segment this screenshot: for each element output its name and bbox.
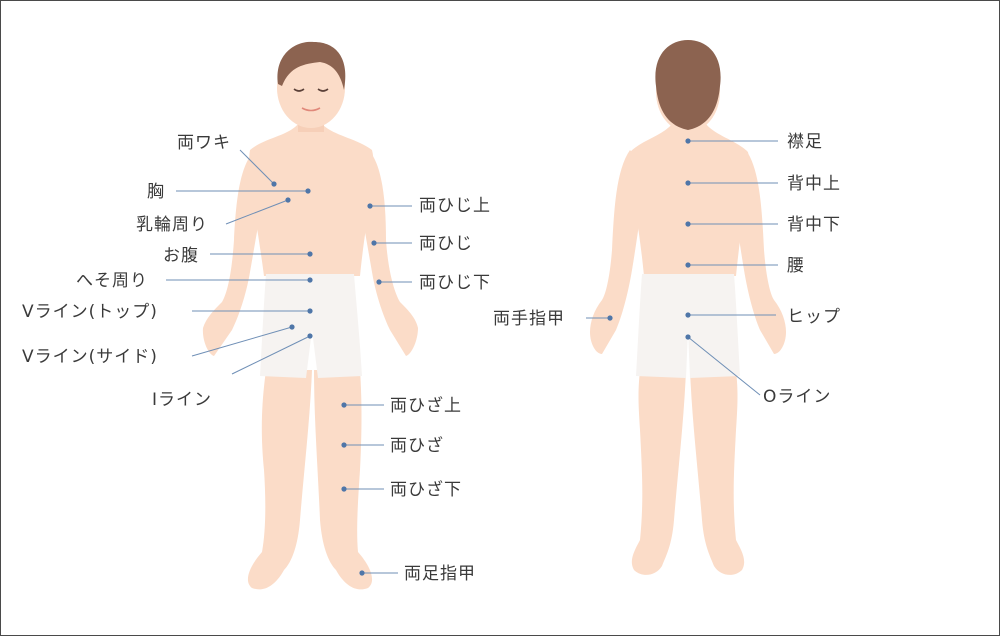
label-above-knees: 両ひざ上 <box>390 395 462 416</box>
label-o-line: Oライン <box>763 387 831 407</box>
front-markers <box>166 149 412 576</box>
label-v-line-side: Vライン(サイド) <box>22 347 158 367</box>
label-waist: 腰 <box>787 256 805 276</box>
front-right-leg <box>314 370 373 590</box>
back-left-arm <box>590 150 648 354</box>
label-elbows: 両ひじ <box>419 234 473 254</box>
back-right-leg <box>690 370 745 575</box>
label-i-line: Iライン <box>152 390 212 410</box>
label-below-elbows: 両ひじ下 <box>419 273 491 293</box>
label-above-elbows: 両ひじ上 <box>419 196 491 216</box>
front-hair <box>277 41 346 90</box>
label-hands: 両手指甲 <box>493 309 565 329</box>
front-torso <box>249 124 374 276</box>
label-hips: ヒップ <box>787 307 841 327</box>
label-upper-back: 背中上 <box>787 174 841 194</box>
label-v-line-top: Vライン(トップ) <box>22 302 158 322</box>
front-figure <box>202 41 418 590</box>
back-shorts <box>636 274 740 378</box>
front-shorts <box>260 274 362 378</box>
label-toes: 両足指甲 <box>404 564 476 584</box>
label-lower-back: 背中下 <box>787 215 841 235</box>
label-knees: 両ひざ <box>390 435 444 456</box>
back-labels: 襟足 背中上 背中下 腰 両手指甲 ヒップ Oライン <box>493 132 841 407</box>
back-hair <box>655 40 721 130</box>
front-labels: 両ワキ 胸 乳輪周り お腹 へそ周り Vライン(トップ) Vライン(サイド) I… <box>22 133 491 584</box>
label-around-navel: へそ周り <box>76 271 148 291</box>
label-chest: 胸 <box>147 182 165 202</box>
label-nape: 襟足 <box>787 132 823 152</box>
label-around-nipples: 乳輪周り <box>136 215 208 235</box>
back-left-leg <box>631 370 686 575</box>
front-left-leg <box>247 370 312 590</box>
label-below-knees: 両ひざ下 <box>390 479 462 500</box>
label-belly: お腹 <box>163 246 199 266</box>
back-figure <box>590 40 786 575</box>
label-armpits: 両ワキ <box>177 133 231 153</box>
back-torso <box>629 124 749 276</box>
back-markers <box>586 138 778 396</box>
